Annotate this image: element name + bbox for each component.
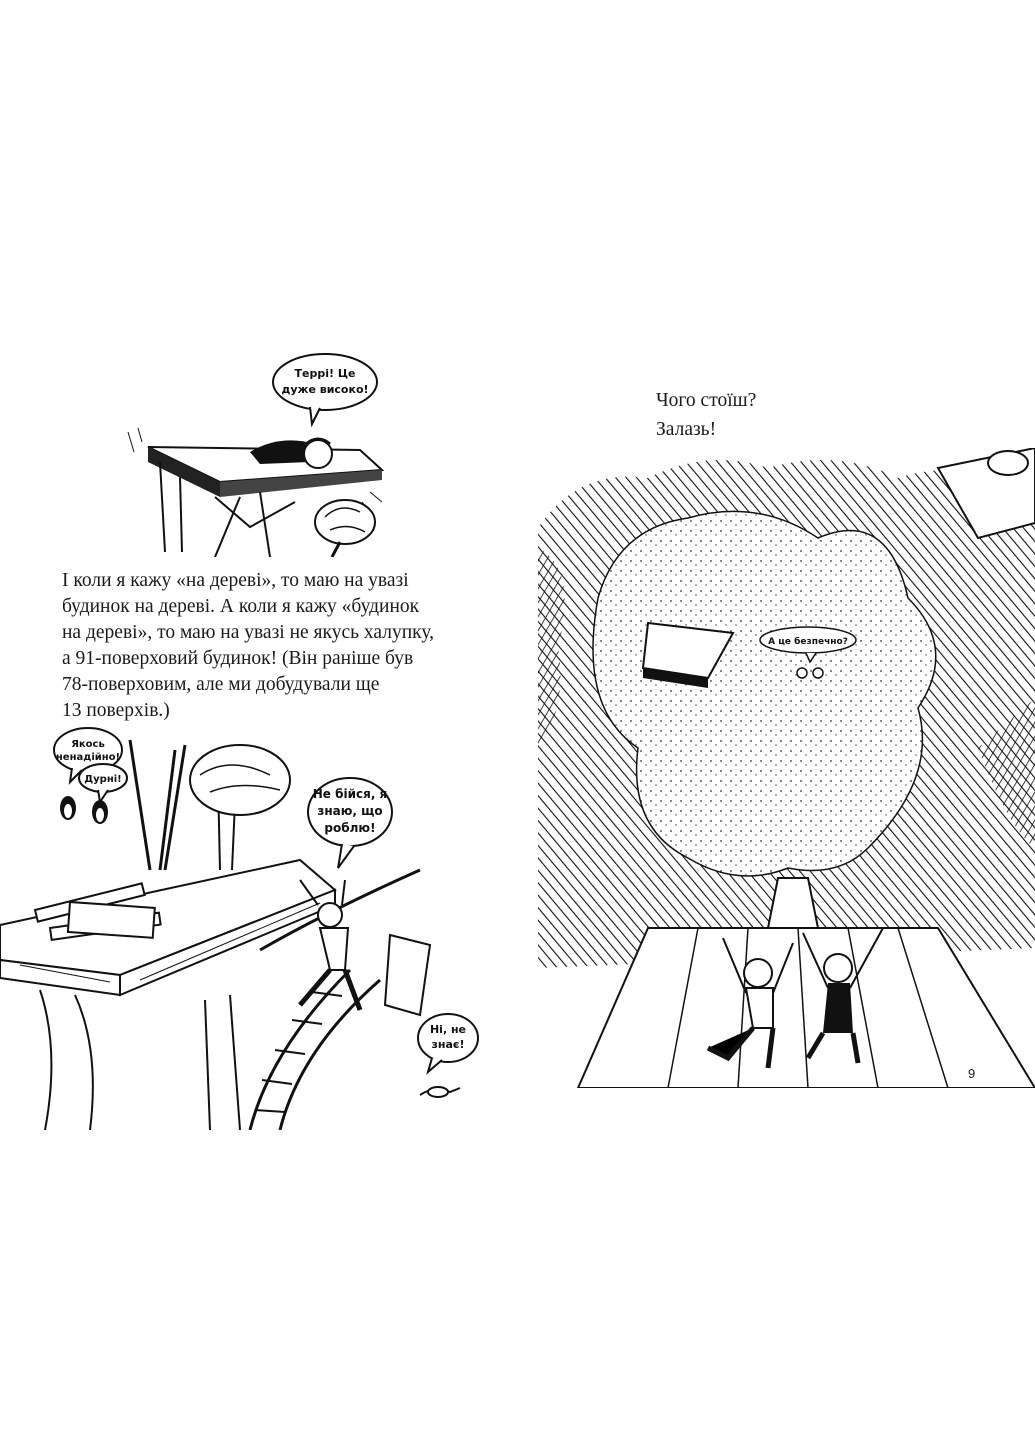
paragraph-line: 78-поверховим, але ми добудували ще bbox=[62, 674, 380, 695]
narrative-paragraph: І коли я кажу «на дереві», то маю на ува… bbox=[62, 568, 482, 724]
page-number: 9 bbox=[968, 1066, 976, 1081]
bubble-fools: Дурні! bbox=[84, 774, 121, 785]
penguin-icon bbox=[60, 796, 108, 824]
bubble-dont-fear-line2: знаю, що bbox=[317, 804, 382, 818]
bubble-dont-fear-line3: роблю! bbox=[324, 821, 375, 835]
bubble-no-line2: знає! bbox=[432, 1038, 465, 1051]
bubble-hope-line2: ненадійно! bbox=[56, 752, 120, 763]
tree-canopy-illustration: А це безпечно? bbox=[538, 448, 1035, 1088]
paragraph-line: на дереві», то маю на увазі не якусь хал… bbox=[62, 622, 434, 643]
paragraph-line: будинок на дереві. А коли я кажу «будино… bbox=[62, 596, 420, 617]
right-text-line: Залазь! bbox=[656, 419, 717, 440]
bubble-terry-line1: Террі! Це bbox=[295, 367, 356, 380]
right-text-line: Чого стоїш? bbox=[656, 390, 757, 411]
right-page: Чого стоїш? Залазь! bbox=[518, 0, 1035, 1440]
paragraph-line: а 91-поверховий будинок! (Він раніше був bbox=[62, 648, 414, 669]
bottom-illustration: Якось ненадійно! Дурні! Не бійся, я знаю… bbox=[0, 720, 505, 1130]
bubble-safe: А це безпечно? bbox=[768, 636, 848, 647]
right-page-text: Чого стоїш? Залазь! bbox=[656, 386, 756, 444]
left-page: Террі! Це дуже високо! bbox=[0, 0, 517, 1440]
bubble-terry-line2: дуже високо! bbox=[281, 383, 368, 396]
bubble-dont-fear-line1: Не бійся, я bbox=[313, 787, 388, 801]
bubble-no-line1: Ні, не bbox=[430, 1023, 466, 1036]
top-illustration: Террі! Це дуже високо! bbox=[120, 352, 400, 557]
bubble-hope-line1: Якось bbox=[71, 739, 105, 750]
paragraph-line: 13 поверхів.) bbox=[62, 700, 170, 721]
paragraph-line: І коли я кажу «на дереві», то маю на ува… bbox=[62, 570, 409, 591]
